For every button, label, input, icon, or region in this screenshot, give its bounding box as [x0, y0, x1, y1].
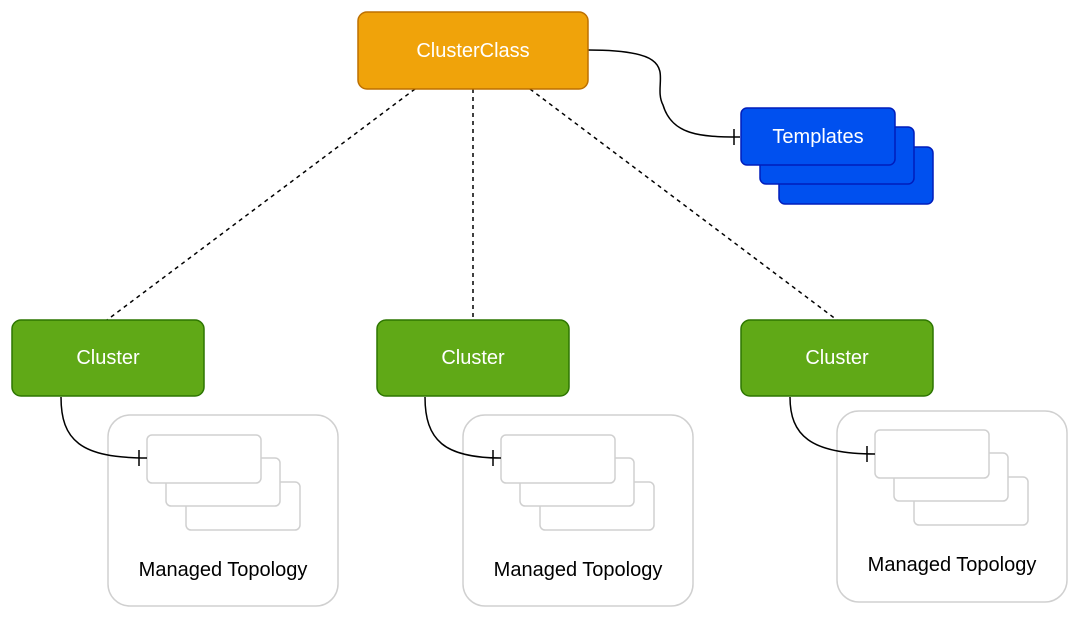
clusterclass-label: ClusterClass: [416, 40, 529, 62]
classref-line-3: [529, 88, 838, 321]
clusterclass-node: ClusterClass: [357, 11, 589, 90]
managed-topology-label-1: Managed Topology: [139, 559, 308, 581]
topology-connector-3: [789, 396, 876, 455]
templates-card-front: [740, 107, 896, 166]
managed-topology-label-3: Managed Topology: [868, 554, 1037, 576]
cluster-label-3: Cluster: [805, 347, 869, 369]
templates-label: Templates: [772, 126, 863, 148]
topology-connector-1: [60, 396, 148, 459]
classref-lines: [106, 88, 838, 321]
classref-line-1: [106, 88, 416, 321]
cluster-label-2: Cluster: [441, 347, 505, 369]
cluster-group-1: Managed Topology Cluster: [11, 319, 339, 607]
cluster-group-2: Managed Topology Cluster: [376, 319, 694, 607]
cluster-group-3: Managed Topology Cluster: [740, 319, 1068, 603]
cluster-node-2: [376, 319, 570, 397]
templates-connector: [587, 49, 741, 145]
cluster-label-1: Cluster: [76, 347, 140, 369]
managed-topology-label-2: Managed Topology: [494, 559, 663, 581]
templates-stack: Templates: [740, 107, 934, 205]
cluster-node-1: [11, 319, 205, 397]
topology-connector-2: [424, 396, 502, 459]
cluster-node-3: [740, 319, 934, 397]
